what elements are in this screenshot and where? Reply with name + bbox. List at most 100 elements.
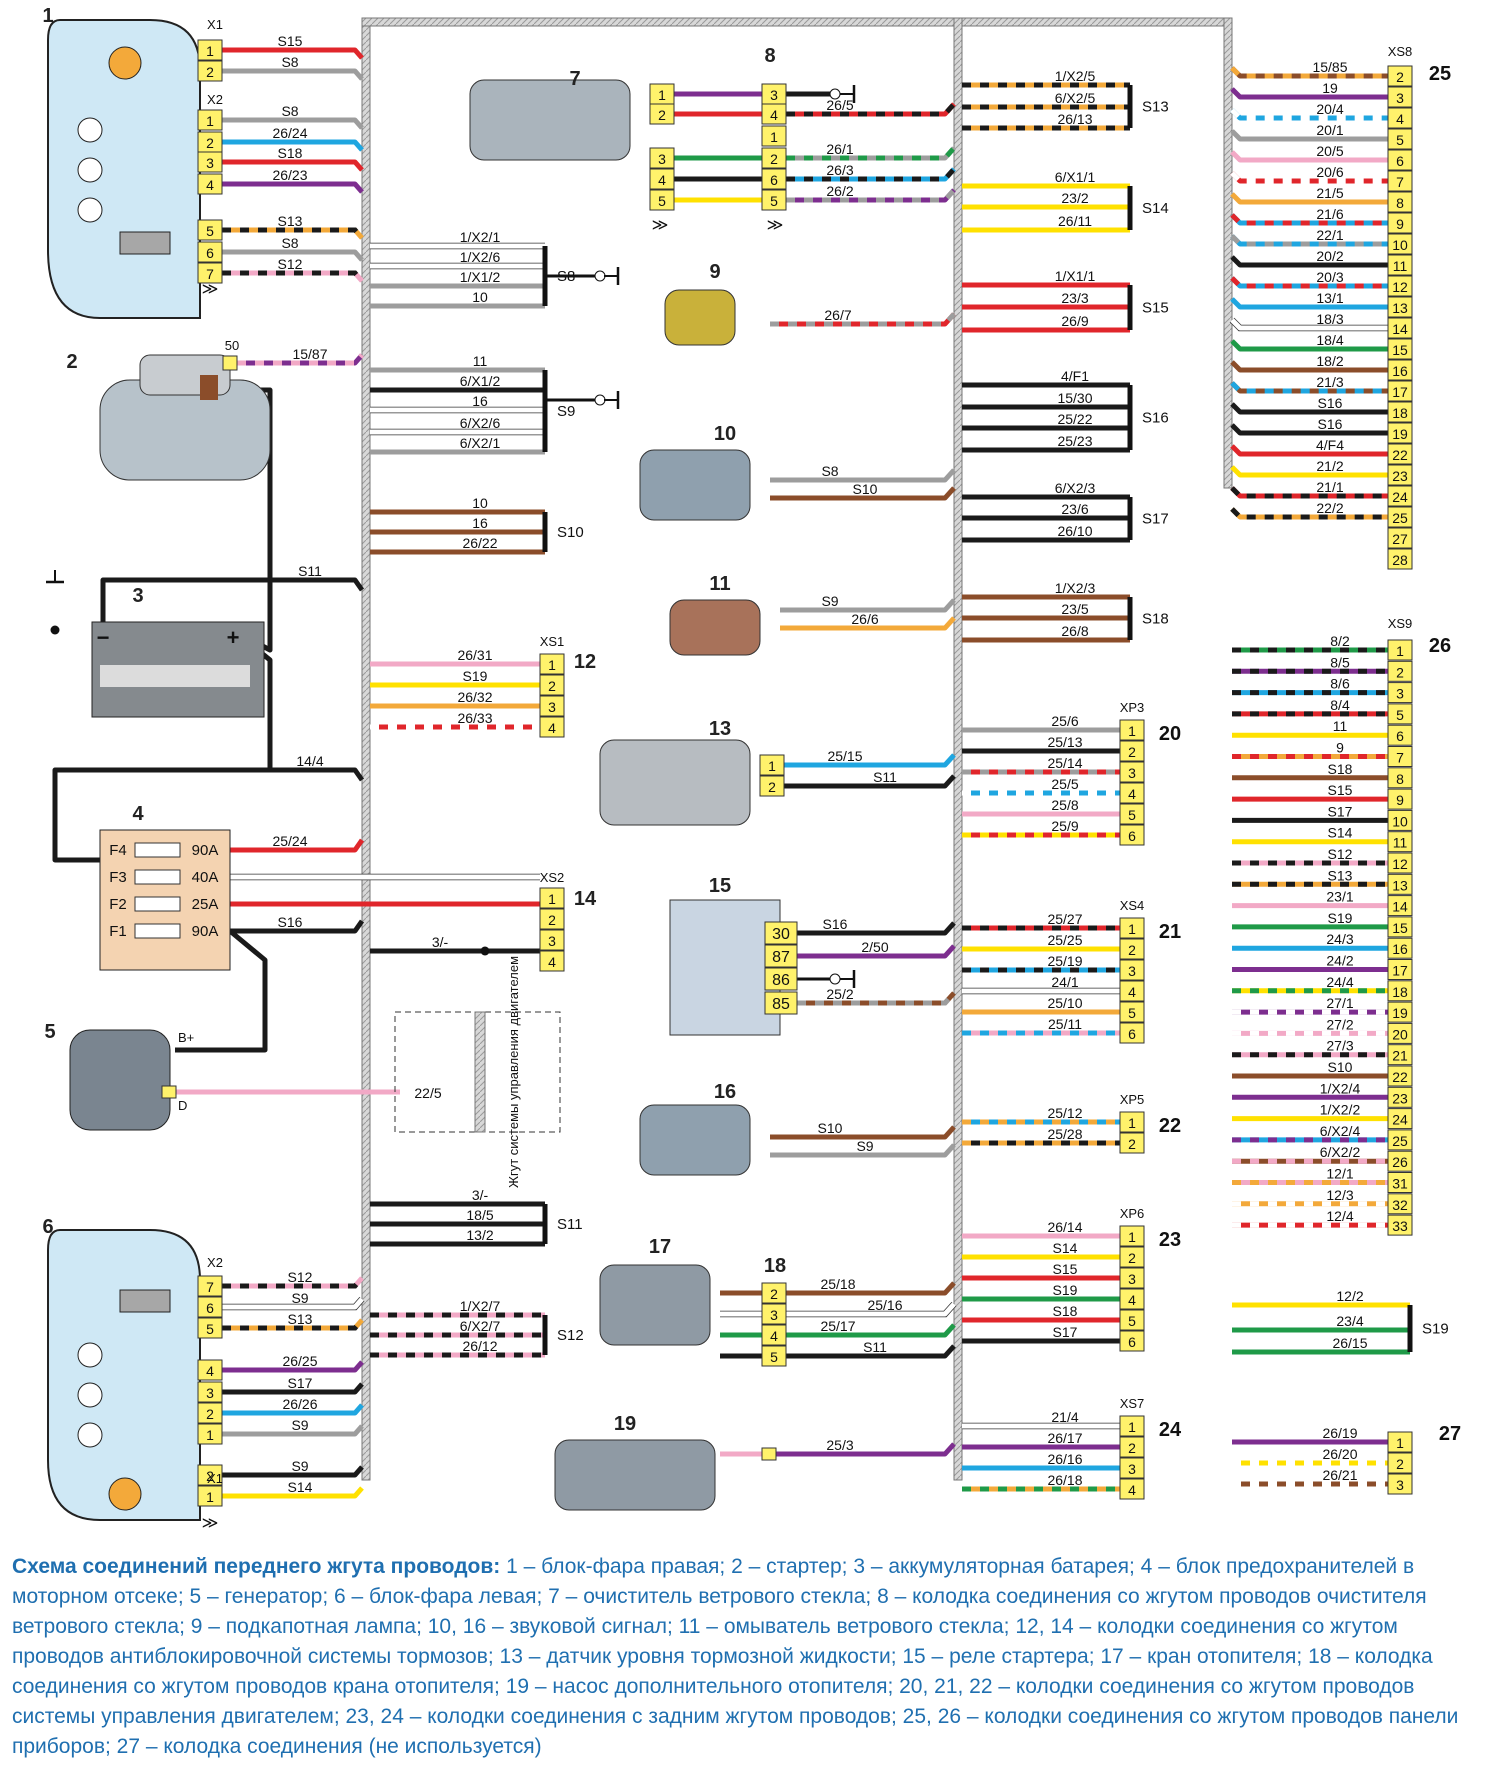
wire-core [770, 468, 956, 483]
wire-core [784, 753, 956, 768]
pin-number: 19 [1392, 426, 1408, 442]
headlamp-left-body [47, 1229, 201, 1521]
wire-label: 16 [472, 515, 488, 531]
wire-label: 18/2 [1316, 353, 1343, 369]
fuse-wire [230, 838, 365, 853]
connector-pin [1387, 86, 1413, 108]
pin-number: 6 [1396, 153, 1404, 169]
wire-label: 6/X2/1 [460, 435, 501, 451]
wire-label: S16 [1318, 416, 1343, 432]
harness-box-trunk [474, 1011, 486, 1133]
component-number: 27 [1439, 1423, 1461, 1445]
wire-core [222, 249, 364, 262]
wire-label: S11 [873, 769, 897, 785]
wire-stripe [797, 991, 956, 1006]
pin-number: 4 [658, 172, 666, 188]
heater-wire [786, 1281, 956, 1296]
splice-label: S11 [557, 1216, 583, 1233]
heater-wire [786, 1301, 957, 1318]
connector-pin [197, 1275, 223, 1297]
wire-label: S13 [288, 1311, 313, 1327]
pin-number: 4 [770, 1328, 778, 1344]
wire-core [1230, 339, 1388, 352]
wire-label: 25/22 [1057, 411, 1092, 427]
wire-label: 23/4 [1336, 1313, 1363, 1329]
connector-pin [1387, 724, 1413, 746]
connector-pin [539, 887, 565, 909]
wire-label: 25/8 [1051, 797, 1078, 813]
pin-number: 5 [1128, 1005, 1136, 1021]
connector-pin [1387, 527, 1413, 549]
connector-pin [761, 168, 787, 190]
wire-label: 13/2 [466, 1227, 493, 1243]
pin-number: 4 [1128, 786, 1136, 802]
terminal-label: 86 [772, 972, 790, 989]
wire-stripe [222, 270, 364, 283]
ground-icon [604, 267, 620, 285]
brake-sensor-wire [784, 774, 956, 789]
xs8-wire [1230, 129, 1388, 142]
connector-pin [761, 103, 787, 125]
wire-stripe [1230, 66, 1388, 79]
fuse-icon [134, 869, 181, 885]
pin-number: 6 [206, 1300, 214, 1316]
connector-pin [1387, 212, 1413, 234]
connector-pin [1119, 917, 1145, 939]
headlamp-left-wire [222, 1276, 364, 1289]
connector-pin [1387, 1214, 1413, 1236]
wire-core [780, 616, 956, 631]
fuse-rating: 40A [192, 869, 219, 886]
ground-icon [604, 391, 620, 409]
pin-number: 9 [1396, 216, 1404, 232]
wire-label: S13 [278, 213, 303, 229]
bulb-icon [77, 157, 103, 183]
xs8-wire [1230, 192, 1388, 205]
wire-label: S9 [821, 593, 838, 609]
connector-pin [1119, 761, 1145, 783]
pin-number: 8 [1396, 771, 1404, 787]
headlamp-left-wire [222, 1318, 364, 1331]
wire-label: 22/5 [414, 1085, 441, 1101]
connector-pin [1119, 980, 1145, 1002]
pin-number: 5 [1396, 132, 1404, 148]
connector-pin [1387, 831, 1413, 853]
wire-label: S12 [1328, 846, 1353, 862]
wire-label: 25/24 [272, 833, 307, 849]
wire-stripe [786, 188, 956, 203]
bulb-icon [77, 117, 103, 143]
fuse-icon [134, 923, 181, 939]
pin-number: 1 [1128, 723, 1136, 739]
wire-label: 20/1 [1316, 122, 1343, 138]
pin-number: 31 [1392, 1176, 1408, 1192]
pin-number: 5 [1128, 1313, 1136, 1329]
actuator-icon [119, 1289, 171, 1313]
wire-stripe [786, 167, 956, 182]
headlamp-right-wire [222, 249, 364, 262]
pin-number: 6 [770, 172, 778, 188]
connector-pin [197, 262, 223, 284]
wire-label: 12/2 [1336, 1288, 1363, 1304]
pin-number: 8 [1396, 195, 1404, 211]
xs8-wire [1230, 255, 1388, 268]
pin-number: 2 [770, 151, 778, 167]
pin-number: 3 [206, 155, 214, 171]
wire-label: 4/F1 [1061, 368, 1089, 384]
pin-number: 19 [1392, 1005, 1408, 1021]
connector-pin [1387, 254, 1413, 276]
connector-pin [1387, 916, 1413, 938]
pin-number: 2 [548, 678, 556, 694]
pin-number: 23 [1392, 1090, 1408, 1106]
wire-label: 8/4 [1330, 697, 1350, 713]
wire-label: 20/4 [1316, 101, 1343, 117]
wire-label: S17 [1053, 1324, 1078, 1340]
wire-label: 25/17 [820, 1318, 855, 1334]
fuse-rating: 25A [192, 896, 219, 913]
headlamp-left-wire [222, 1424, 364, 1437]
wire-label: 25/5 [1051, 776, 1078, 792]
pin-number: 11 [1393, 258, 1408, 274]
wire-label: 25/2 [826, 986, 853, 1002]
pin-number: 23 [1392, 468, 1408, 484]
headlamp-right-wire [222, 117, 364, 130]
wire-label: 11 [473, 353, 488, 369]
splice-dot [480, 946, 490, 956]
